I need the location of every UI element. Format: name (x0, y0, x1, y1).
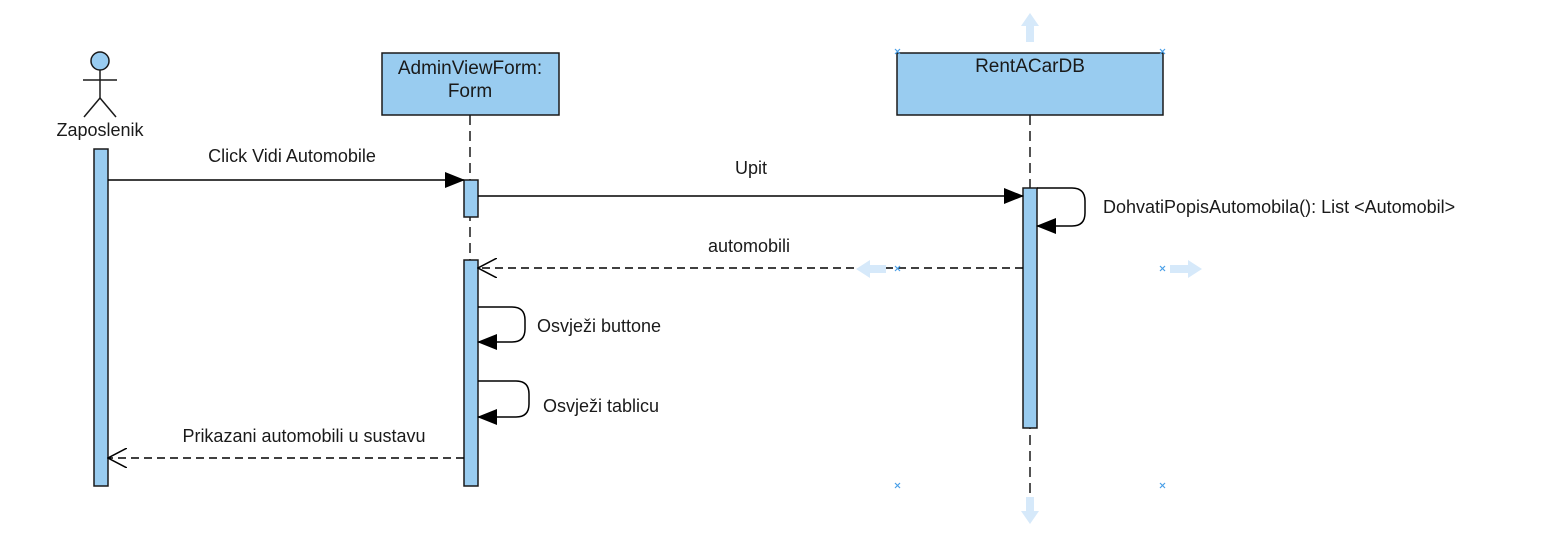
actor-zaposlenik[interactable]: Zaposlenik (56, 51, 145, 140)
message-click-vidi-automobile[interactable]: Click Vidi Automobile (108, 146, 465, 188)
message-label: Upit (735, 158, 767, 178)
lifeline-title-line1: AdminViewForm: (398, 58, 542, 79)
corner-handle-icon[interactable] (1159, 48, 1166, 55)
resize-arrow-up-icon[interactable] (1021, 13, 1039, 42)
self-message-osvjezi-buttone[interactable]: Osvježi buttone (477, 306, 661, 350)
corner-handle-icon[interactable] (1159, 265, 1166, 272)
message-label: Click Vidi Automobile (208, 146, 376, 166)
corner-handle-icon[interactable] (1159, 482, 1166, 489)
selection-handles[interactable] (856, 13, 1202, 524)
lifeline-rentacardb[interactable]: RentACarDB (896, 52, 1164, 505)
message-label: automobili (708, 236, 790, 256)
activation-bar-actor[interactable] (93, 148, 109, 487)
stick-figure-icon (83, 51, 117, 118)
corner-handle-icon[interactable] (894, 48, 901, 55)
resize-arrow-right-icon[interactable] (1170, 260, 1202, 278)
activation-bar-db[interactable] (1022, 187, 1038, 429)
corner-handle-icon[interactable] (894, 265, 901, 272)
message-upit[interactable]: Upit (478, 158, 1024, 204)
lifeline-head-form[interactable] (381, 52, 560, 116)
message-label: Osvježi buttone (537, 316, 661, 336)
resize-arrow-down-icon[interactable] (1021, 497, 1039, 524)
message-label: Osvježi tablicu (543, 396, 659, 416)
return-message-automobili[interactable]: automobili (478, 236, 1023, 268)
lifeline-head-db[interactable] (896, 52, 1164, 116)
self-message-arrow (1036, 187, 1086, 234)
self-message-arrow (477, 306, 526, 350)
self-message-osvjezi-tablicu[interactable]: Osvježi tablicu (477, 380, 659, 425)
resize-arrow-left-icon[interactable] (856, 260, 886, 278)
activation-bar-form-1[interactable] (463, 179, 479, 218)
self-message-arrow (477, 380, 530, 425)
message-label: DohvatiPopisAutomobila(): List <Automobi… (1103, 197, 1455, 217)
lifeline-title: RentACarDB (975, 56, 1085, 77)
activation-bar-form-2[interactable] (463, 259, 479, 487)
actor-label: Zaposlenik (56, 120, 144, 140)
self-message-dohvati-popis[interactable]: DohvatiPopisAutomobila(): List <Automobi… (1036, 187, 1455, 234)
message-label: Prikazani automobili u sustavu (182, 426, 425, 446)
corner-handle-icon[interactable] (894, 482, 901, 489)
return-message-prikazani[interactable]: Prikazani automobili u sustavu (108, 426, 464, 458)
lifeline-title-line2: Form (448, 81, 492, 102)
